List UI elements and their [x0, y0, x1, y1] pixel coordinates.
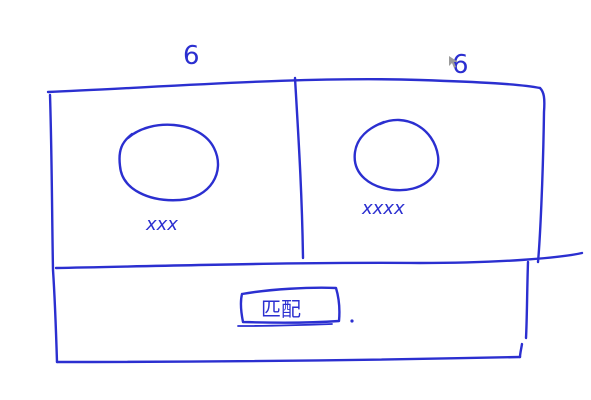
right-caption: xxxx — [361, 198, 405, 219]
left-avatar-circle — [118, 123, 220, 202]
pointer-cursor-icon — [449, 56, 458, 68]
footer-dot — [350, 319, 354, 323]
footer-divider — [54, 251, 584, 270]
frame-bottom-edge — [55, 355, 522, 364]
footer-right-edge — [524, 260, 530, 340]
outer-frame — [46, 77, 546, 364]
right-panel: xxxx — [353, 118, 440, 219]
match-button[interactable]: 匹配 — [237, 286, 341, 327]
frame-top-edge — [46, 77, 542, 94]
left-caption: xxx — [145, 214, 178, 235]
right-column-label: 6 — [452, 50, 469, 80]
panel-divider — [293, 76, 305, 260]
footer: 匹配 — [237, 286, 354, 327]
match-button-underline — [237, 323, 333, 327]
frame-right-edge — [536, 86, 546, 264]
frame-left-edge — [48, 93, 59, 364]
footer-right-edge-tail — [518, 342, 524, 359]
left-column-label: 6 — [183, 41, 200, 71]
right-avatar-circle — [353, 118, 440, 192]
match-button-label: 匹配 — [261, 297, 301, 321]
left-panel: xxx — [118, 123, 220, 235]
match-button-border — [239, 286, 341, 324]
